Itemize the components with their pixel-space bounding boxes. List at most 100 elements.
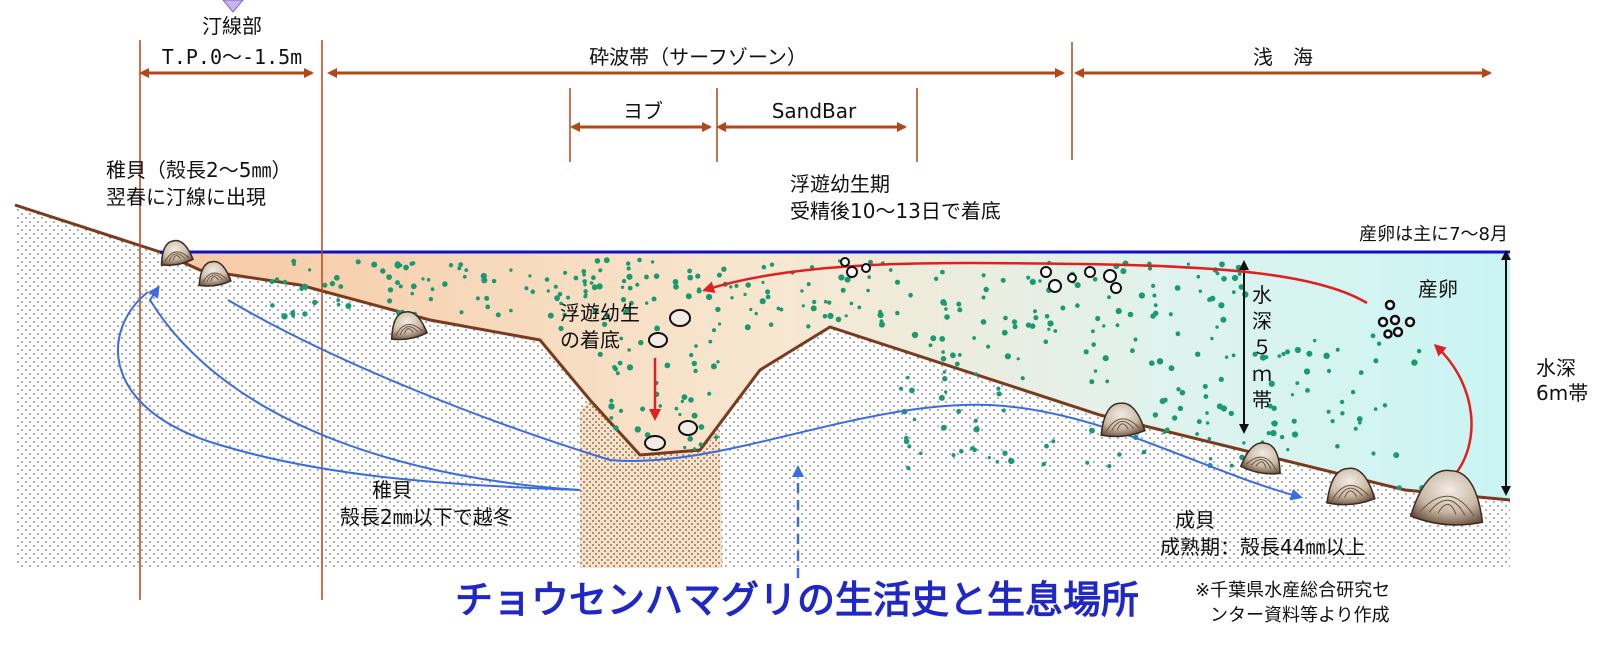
larva-dot <box>1208 457 1213 461</box>
larva-dot <box>603 257 610 264</box>
larva-dot <box>838 274 845 281</box>
larva-dot <box>615 371 620 376</box>
larva-dot <box>1340 411 1345 416</box>
larva-dot <box>973 418 978 423</box>
larva-dot <box>1220 316 1227 323</box>
larva-dot <box>635 282 640 287</box>
larva-dot <box>581 269 587 274</box>
larva-dot <box>329 280 336 287</box>
larva-dot <box>687 268 692 274</box>
larva-dot <box>1228 410 1235 417</box>
larva-dot <box>464 268 469 272</box>
larva-dot <box>1393 452 1400 459</box>
larva-dot <box>1012 324 1018 330</box>
larva-dot <box>907 444 912 449</box>
larva-dot <box>395 280 400 286</box>
larva-dot <box>421 277 425 281</box>
larva-dot <box>1165 427 1170 433</box>
larva-dot <box>1000 277 1006 283</box>
larva-dot <box>322 282 328 288</box>
larva-dot <box>939 336 946 342</box>
larva-icon-group <box>840 257 1122 294</box>
larva-dot <box>765 289 771 295</box>
larva-dot <box>1168 365 1175 372</box>
clam-shell-icon <box>1100 402 1146 438</box>
larva-dot <box>270 303 275 308</box>
larva-dot <box>394 261 401 268</box>
larva-dot <box>292 262 296 266</box>
larva-dot <box>1020 376 1025 381</box>
larva-dot <box>678 412 682 417</box>
larva-dot <box>823 299 828 304</box>
larva-dot <box>877 311 884 319</box>
larva-dot <box>1176 387 1181 392</box>
larva-dot <box>744 324 751 331</box>
larva-dot <box>583 289 588 294</box>
larva-dot <box>942 376 948 382</box>
larva-dot <box>1179 389 1186 396</box>
larva-dot <box>1411 359 1418 366</box>
larva-dot <box>558 325 564 332</box>
larva-dot <box>972 447 977 453</box>
larva-dot <box>1313 338 1317 343</box>
larva-dot <box>1416 348 1422 354</box>
larva-dot <box>1002 450 1008 456</box>
larva-dot <box>761 264 767 270</box>
larva-dot <box>598 268 603 273</box>
larva-dot <box>387 298 393 304</box>
larva-dot <box>1085 460 1090 465</box>
larva-dot <box>844 276 851 283</box>
larva-dot <box>894 279 901 285</box>
larva-dot <box>981 273 986 278</box>
larva-dot <box>1216 403 1223 410</box>
intertidal-label: 汀線部 <box>202 14 262 38</box>
larva-dot <box>617 360 623 366</box>
larva-dot <box>1016 357 1020 361</box>
larva-dot <box>1093 369 1098 373</box>
depth6-label-1: 水深 <box>1536 356 1576 380</box>
larva-dot <box>974 372 978 376</box>
larva-dot <box>1294 346 1301 354</box>
larva-dot <box>765 294 771 300</box>
spawning-season-label: 産卵は主に7〜8月 <box>1359 224 1508 245</box>
larva-dot <box>1089 427 1095 434</box>
larva-dot <box>888 268 893 272</box>
larva-dot <box>387 287 394 293</box>
larva-dot <box>906 465 911 471</box>
larva-dot <box>672 279 679 285</box>
larva-dot <box>1117 452 1122 457</box>
larva-dot <box>1172 415 1178 421</box>
larva-dot <box>442 281 448 287</box>
larva-dot <box>1326 409 1331 414</box>
larva-dot <box>1286 448 1290 452</box>
larva-dot <box>1203 394 1209 399</box>
larva-dot <box>1382 403 1388 408</box>
larva-dot <box>491 278 497 284</box>
larva-dot <box>1053 329 1058 333</box>
larva-dot <box>1215 325 1219 329</box>
larva-dot <box>1277 354 1282 358</box>
larva-dot <box>956 408 962 414</box>
larva-dot <box>627 348 631 352</box>
larva-dot <box>274 277 280 282</box>
larva-dot <box>626 261 631 266</box>
larva-dot <box>1335 444 1340 449</box>
larva-dot <box>1133 337 1138 342</box>
larva-dot <box>555 297 559 302</box>
larva-dot <box>1231 353 1236 358</box>
larva-dot <box>1033 309 1037 314</box>
larva-dot <box>806 324 811 329</box>
larva-dot <box>1138 292 1145 299</box>
larva-dot <box>398 284 403 289</box>
larva-dot <box>957 353 962 357</box>
larva-dot <box>681 394 688 400</box>
larva-dot <box>919 451 923 456</box>
larva-dot <box>638 339 644 346</box>
larva-dot <box>457 266 462 271</box>
larva-dot <box>940 356 947 362</box>
larva-dot <box>1038 279 1042 283</box>
intertidal-depth-label: T.P.0〜-1.5m <box>162 45 302 69</box>
larva-dot <box>651 296 657 302</box>
larva-dot <box>640 406 646 412</box>
larval-drift-arrow <box>702 261 1368 305</box>
